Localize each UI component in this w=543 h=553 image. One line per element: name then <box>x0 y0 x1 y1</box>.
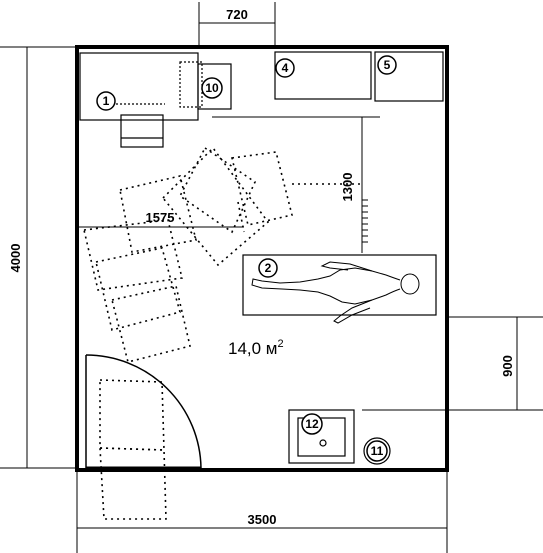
wheelchair-paths <box>83 146 362 520</box>
dimension-right-label: 900 <box>500 355 515 377</box>
marker-10: 10 <box>201 77 223 99</box>
room-walls <box>75 45 449 472</box>
marker-2-label: 2 <box>265 261 272 275</box>
human-figure <box>251 261 420 324</box>
marker-1-label: 1 <box>103 94 110 108</box>
dimension-right-900 <box>362 316 543 411</box>
marker-4-label: 4 <box>282 61 289 75</box>
dimension-left-label: 4000 <box>8 244 23 273</box>
dimension-internal-1300-label: 1300 <box>340 173 355 202</box>
marker-5: 5 <box>377 55 397 75</box>
marker-12: 12 <box>301 413 323 435</box>
room-area: 14,0 м2 <box>228 338 284 358</box>
nightstand <box>197 63 232 110</box>
door-swing <box>85 354 202 470</box>
cabinet <box>274 51 372 100</box>
marker-10-label: 10 <box>205 81 219 95</box>
dimension-bottom-3500 <box>76 470 448 553</box>
dimension-left-4000 <box>0 46 77 469</box>
marker-5-label: 5 <box>384 58 391 72</box>
shelf-unit <box>374 51 444 102</box>
dimension-internal-1575-label: 1575 <box>146 210 175 225</box>
bed <box>242 254 437 316</box>
marker-4: 4 <box>275 58 295 78</box>
dimension-bottom-label: 3500 <box>248 512 277 527</box>
marker-11: 11 <box>363 437 391 465</box>
dimension-top-720 <box>198 2 276 47</box>
marker-11-label: 11 <box>371 444 384 458</box>
sink <box>288 409 355 464</box>
marker-1: 1 <box>96 91 116 111</box>
marker-12-label: 12 <box>305 417 319 431</box>
dimension-ticks <box>362 199 368 243</box>
marker-2: 2 <box>258 258 278 278</box>
dimension-top-label: 720 <box>226 7 248 22</box>
